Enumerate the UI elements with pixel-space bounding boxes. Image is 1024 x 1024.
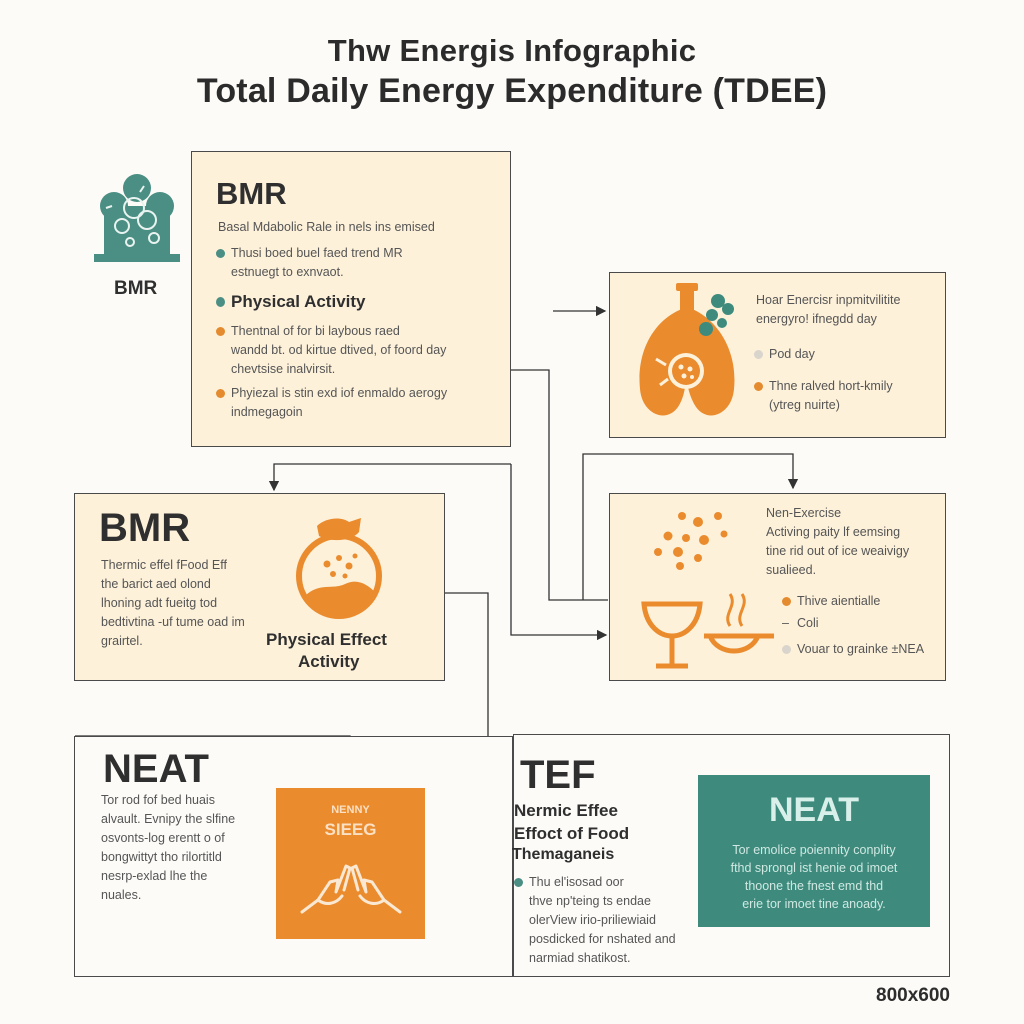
tef-bottom-heading: TEF	[520, 753, 596, 797]
organ-text: Hoar Enercisr inpmitvilitite energyro! i…	[756, 293, 901, 326]
neat-teal-card-text: Tor emolice poiennity conplity fthd spro…	[730, 843, 898, 911]
organ-bullet-1: Pod day	[754, 345, 815, 364]
connector-mid	[510, 464, 608, 641]
orange-dot-icon	[216, 389, 225, 398]
bmr-bullet-1: Thusi boed buel faed trend MR estnuegt t…	[216, 244, 403, 282]
neat-teal-card-title: NEAT	[768, 791, 860, 829]
grey-dot-icon	[782, 645, 791, 654]
neat-right-text: Nen-Exercise Activing paity lf eemsing t…	[766, 506, 910, 577]
grey-dot-icon	[754, 350, 763, 359]
organ-bullet-2: Thne ralved hort-kmily (ytreg nuirte)	[754, 377, 893, 415]
neat-right-bullet-3: Vouar to grainke ±NEA	[782, 640, 924, 659]
tef-bottom-sub-1: Nermic Effee	[514, 801, 618, 820]
organ-box: Hoar Enercisr inpmitvilitite energyro! i…	[609, 272, 946, 438]
tef-bottom-bullet-1: Thu el'isosad oor thve np'teing ts endae…	[514, 873, 676, 968]
bmr-subtitle: Basal Mdabolic Rale in nels ins emised	[218, 220, 435, 234]
thermic-text: Thermic effel fFood Eff the barict aed o…	[101, 558, 245, 648]
dimension-label: 800x600	[876, 985, 950, 1006]
stomach-icon	[296, 518, 382, 619]
bmr-bullet-2: Thentnal of for bi laybous raed wandd bt…	[216, 322, 446, 379]
tef-bottom-sub-3: Themaganeis	[512, 846, 615, 863]
food-glass-icon	[641, 512, 774, 669]
bmr-physical-activity: Physical Activity	[216, 292, 366, 311]
side-bmr-label: BMR	[114, 278, 158, 299]
organs-icon	[639, 283, 735, 416]
thermic-label-2: Activity	[298, 652, 360, 671]
infographic-subtitle: Total Daily Energy Expenditure (TDEE)	[196, 72, 828, 110]
thermic-effect-box: BMR Thermic effel fFood Eff the barict a…	[74, 493, 445, 681]
orange-dot-icon	[782, 597, 791, 606]
teal-dot-icon	[216, 249, 225, 258]
connector-bmr-tef	[268, 463, 511, 492]
neat-right-bullet-1: Thive aientialle	[782, 592, 880, 611]
neat-card-label: NENNY	[331, 804, 370, 816]
neat-right-bullet-2: – Coli	[782, 614, 819, 633]
neat-bottom-heading: NEAT	[103, 747, 209, 791]
teal-dot-icon	[514, 878, 523, 887]
neat-bottom-text: Tor rod fof bed huais alvault. Evnipy th…	[101, 793, 236, 902]
dash-icon: –	[782, 616, 789, 630]
neat-card-title: SIEEG	[324, 820, 377, 839]
orange-dot-icon	[754, 382, 763, 391]
thermic-heading: BMR	[99, 506, 191, 550]
neat-teal-card: NEAT Tor emolice poiennity conplity fthd…	[698, 775, 930, 927]
thermic-label-1: Physical Effect	[266, 630, 387, 649]
infographic-title: Thw Energis Infographic	[327, 33, 697, 68]
metabolism-gear-icon	[94, 174, 180, 262]
bmr-box: BMR Basal Mdabolic Rale in nels ins emis…	[191, 151, 511, 447]
teal-dot-icon	[216, 297, 225, 307]
neat-right-box: Nen-Exercise Activing paity lf eemsing t…	[609, 493, 946, 681]
tef-bottom-sub-2: Effoct of Food	[514, 824, 630, 843]
neat-orange-card: NENNY SIEEG	[276, 788, 425, 939]
hands-icon	[300, 864, 402, 914]
bmr-heading: BMR	[216, 176, 287, 211]
orange-dot-icon	[216, 327, 225, 336]
connector-bmr-down	[511, 369, 608, 601]
bmr-bullet-3: Phyiezal is stin exd iof enmaldo aerogy …	[216, 384, 447, 422]
